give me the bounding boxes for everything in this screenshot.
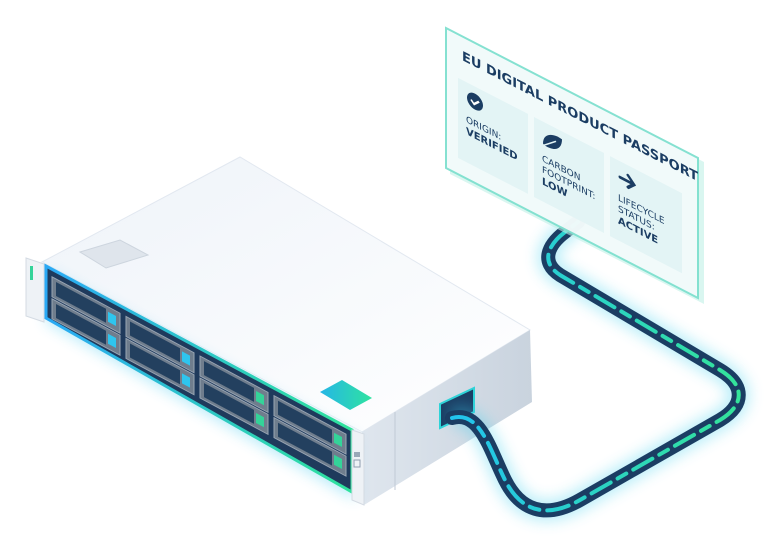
rack-server <box>25 156 532 506</box>
passport-panel: EU DIGITAL PRODUCT PASSPORT ORIGIN: VERI… <box>445 26 704 304</box>
drive-bays <box>51 276 347 477</box>
data-cable <box>445 213 750 522</box>
arrow-right-icon <box>618 173 637 190</box>
leaf-icon <box>543 134 562 150</box>
check-circle-icon <box>467 92 483 111</box>
